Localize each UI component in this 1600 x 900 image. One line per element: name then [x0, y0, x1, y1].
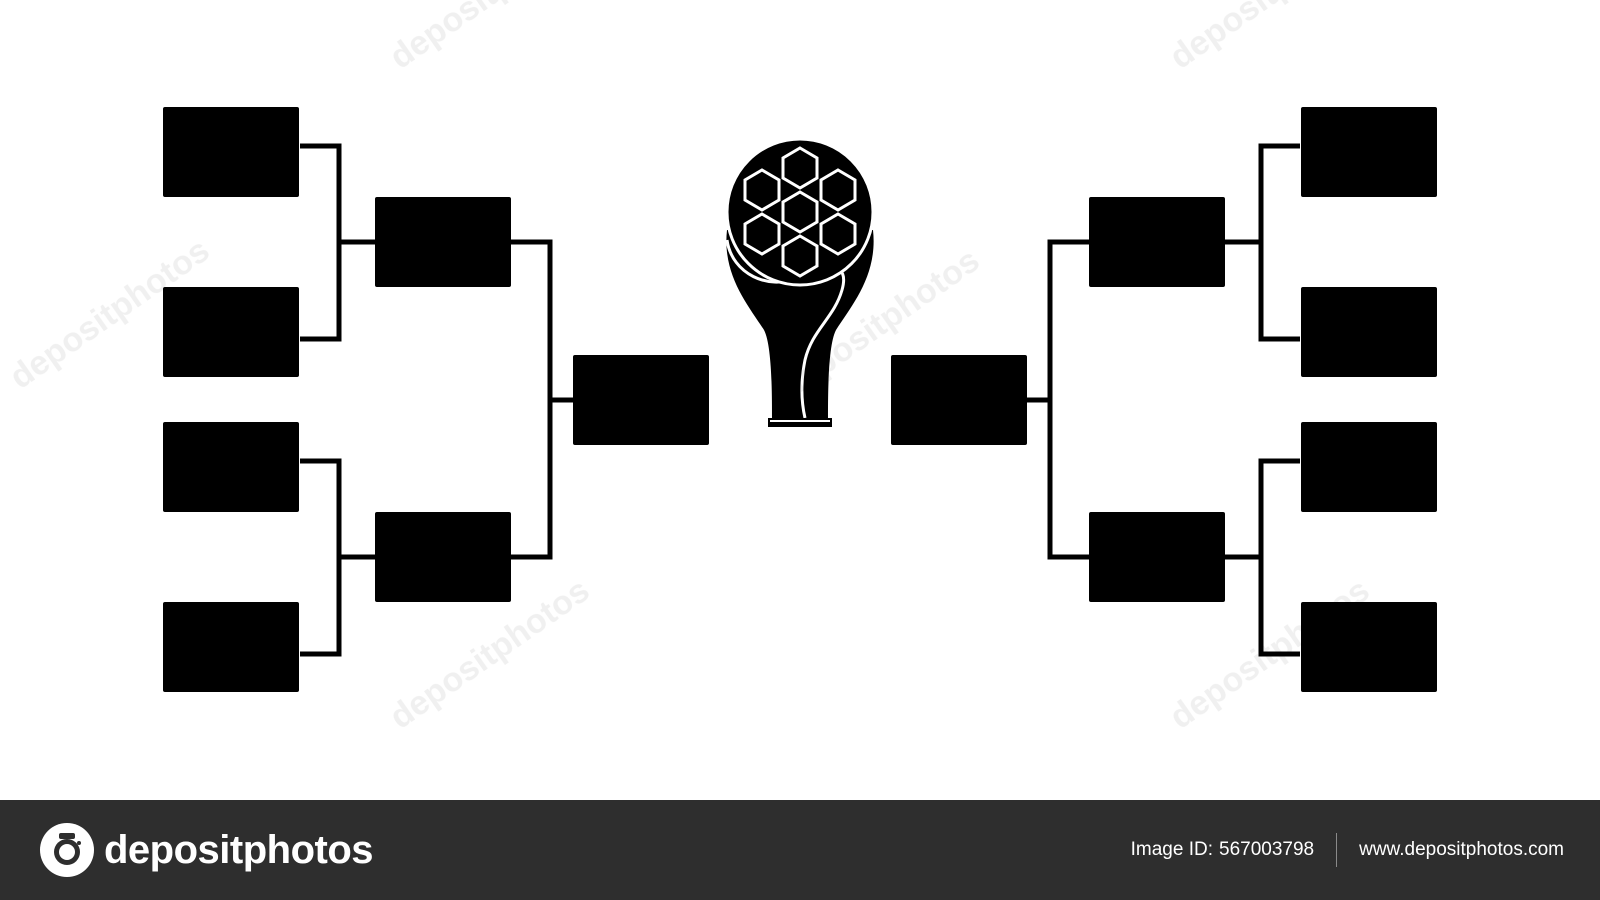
- slot-right-r1-1: [1301, 107, 1437, 197]
- watermark-text: depositphotos: [1163, 0, 1377, 77]
- slot-right-r1-3: [1301, 422, 1437, 512]
- image-id-label: Image ID:: [1130, 839, 1213, 860]
- slot-left-r1-4: [163, 602, 299, 692]
- slot-left-final: [573, 355, 709, 445]
- slot-left-r2-2: [375, 512, 511, 602]
- slot-right-final: [891, 355, 1027, 445]
- slot-right-r2-2: [1089, 512, 1225, 602]
- slot-left-r1-3: [163, 422, 299, 512]
- watermark-text: depositphotos: [383, 0, 597, 77]
- divider: [1336, 833, 1338, 867]
- slot-right-r2-1: [1089, 197, 1225, 287]
- connector-right-top: [1258, 143, 1300, 342]
- connector-left-bottom: [300, 458, 342, 657]
- left-bracket: [163, 107, 709, 692]
- slot-right-r1-2: [1301, 287, 1437, 377]
- connector-left-semi: [511, 239, 553, 560]
- brand-name: depositphotos: [104, 827, 374, 872]
- slot-left-r2-1: [375, 197, 511, 287]
- bracket-lines: [300, 143, 1300, 657]
- connector-right-semi: [1047, 239, 1089, 560]
- slot-right-r1-4: [1301, 602, 1437, 692]
- image-id: 567003798: [1219, 839, 1315, 860]
- connector-left-top: [300, 143, 342, 342]
- footer-bar: depositphotos Image ID: 567003798 www.de…: [0, 800, 1600, 900]
- image-meta: Image ID: 567003798 www.depositphotos.co…: [1131, 800, 1564, 900]
- slot-left-r1-1: [163, 107, 299, 197]
- brand-logo[interactable]: depositphotos: [38, 818, 374, 882]
- slot-left-r1-2: [163, 287, 299, 377]
- soccer-ball-trophy-icon: [725, 137, 875, 427]
- bracket-diagram: depositphotos depositphotos depositphoto…: [3, 0, 1437, 737]
- camera-icon: [40, 823, 94, 877]
- site-url[interactable]: www.depositphotos.com: [1359, 839, 1564, 860]
- right-bracket: [891, 107, 1437, 692]
